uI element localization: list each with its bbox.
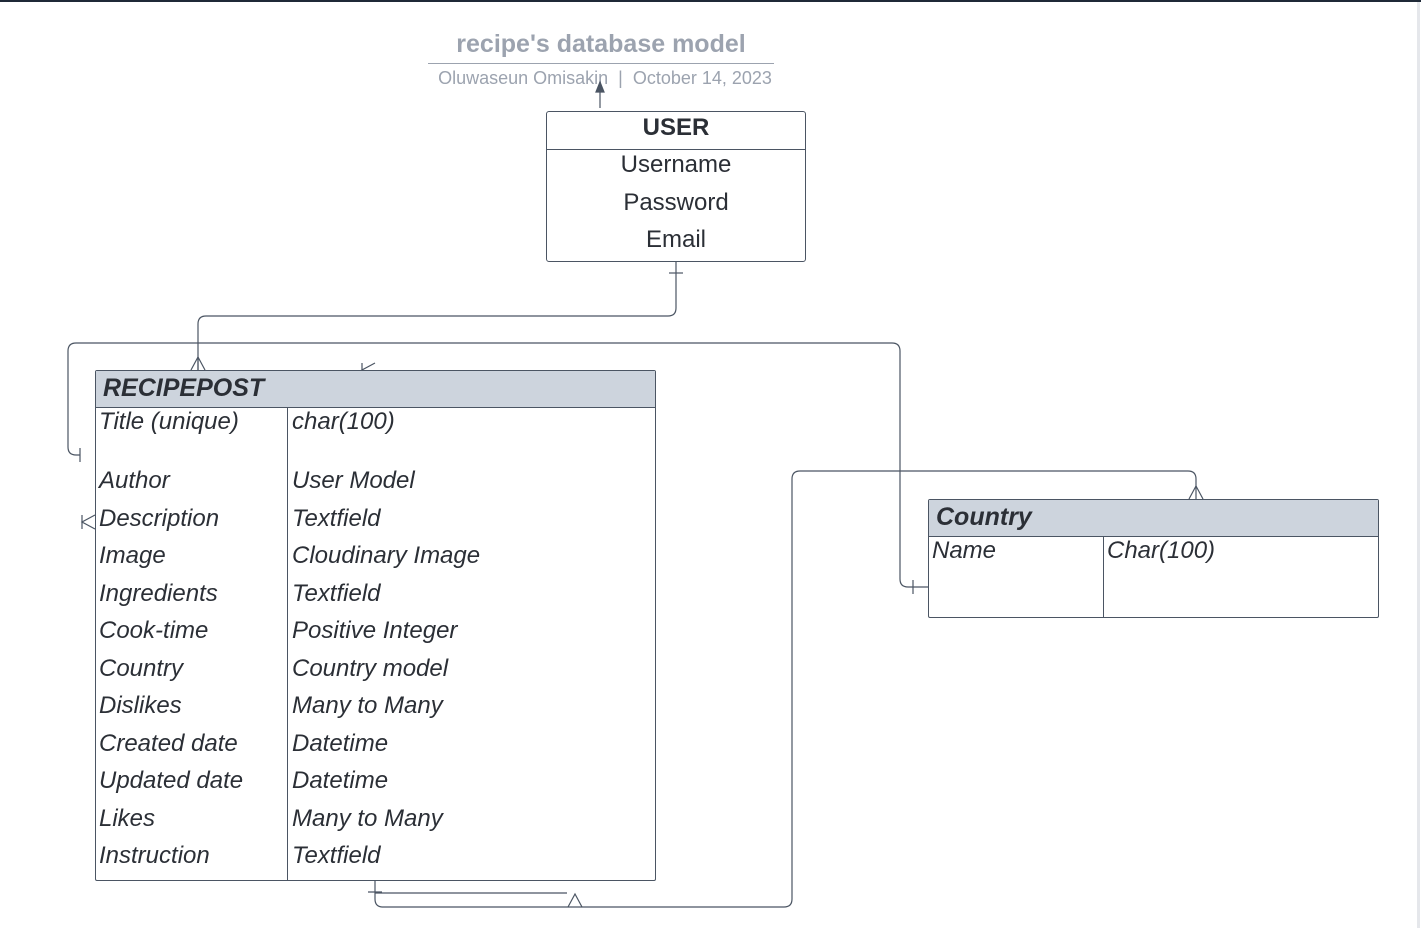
country-entity-title: Country (929, 500, 1378, 537)
user-field-username: Username (620, 151, 732, 178)
arrow-up-head (595, 80, 605, 93)
bottom-one-marker (368, 891, 567, 894)
recipepost-entity[interactable]: RECIPEPOST Title (unique) char(100) Auth… (95, 370, 656, 881)
field-type: Positive Integer (292, 617, 458, 644)
recipepost-bottom-connector (374, 470, 1197, 908)
field-name: Dislikes (99, 692, 182, 719)
field-type: Country model (292, 655, 449, 682)
author-name: Oluwaseun Omisakin (438, 68, 609, 88)
country-column-divider (1103, 537, 1104, 617)
diagram-title: recipe's database model (428, 30, 774, 64)
user-entity[interactable]: USER Username Password Email (546, 111, 806, 262)
field-type: Many to Many (292, 692, 443, 719)
right-scroll-edge (1417, 2, 1420, 928)
recipepost-country-connector (67, 342, 928, 588)
field-name: Updated date (99, 767, 244, 794)
bottom-crowfoot (567, 892, 583, 908)
recipepost-entity-title: RECIPEPOST (96, 371, 655, 408)
field-type: Textfield (292, 580, 381, 607)
user-field-email: Email (645, 226, 706, 253)
field-name: Author (99, 467, 170, 494)
user-field-password: Password (623, 188, 729, 216)
field-type: char(100) (292, 408, 395, 435)
field-name: Country (99, 655, 184, 682)
recipepost-many-marker (190, 355, 206, 371)
field-name: Created date (99, 730, 238, 757)
field-type: User Model (292, 467, 415, 494)
country-top-crowfoot (1188, 484, 1204, 500)
field-name: Likes (99, 805, 156, 832)
field-type: Char(100) (1107, 537, 1216, 564)
diagram-date: October 14, 2023 (632, 68, 772, 88)
field-name: Description (99, 505, 220, 532)
field-name: Instruction (99, 842, 210, 869)
top-border (0, 0, 1421, 2)
field-type: Datetime (292, 730, 389, 757)
field-name: Image (99, 542, 166, 569)
diagram-subtitle: Oluwaseun Omisakin | October 14, 2023 (400, 68, 810, 89)
country-entity[interactable]: Country Name Char(100) (928, 499, 1379, 618)
field-type: Many to Many (292, 805, 443, 832)
field-name: Ingredients (99, 580, 218, 607)
field-type: Datetime (292, 767, 389, 794)
field-name: Cook-time (99, 617, 209, 644)
field-type: Textfield (292, 842, 381, 869)
user-entity-title: USER (547, 112, 805, 150)
field-type: Textfield (292, 505, 381, 532)
field-type: Cloudinary Image (292, 542, 481, 569)
user-recipepost-connector (197, 262, 677, 370)
subtitle-separator: | (618, 68, 623, 88)
field-name: Name (932, 537, 997, 564)
field-name: Title (unique) (99, 408, 239, 435)
description-crowfoot (80, 514, 96, 530)
recipepost-column-divider (287, 408, 288, 880)
